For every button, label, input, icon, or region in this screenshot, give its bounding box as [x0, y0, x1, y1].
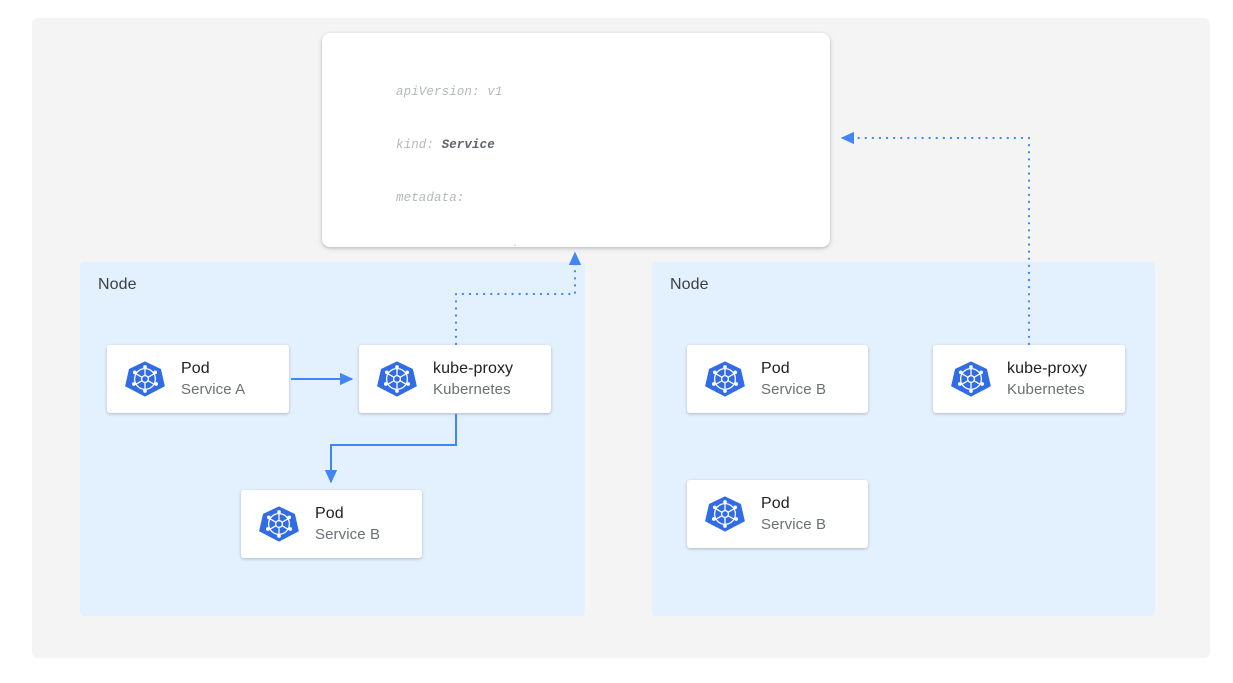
card-title: Pod: [761, 494, 790, 512]
node-panel-left: Node: [80, 262, 585, 616]
card-text: kube-proxy Kubernetes: [1007, 359, 1087, 400]
card-text: Pod Service B: [315, 504, 380, 545]
card-text: kube-proxy Kubernetes: [433, 359, 513, 400]
card-subtitle: Kubernetes: [433, 380, 511, 398]
yaml-line: name: my-service: [396, 243, 822, 247]
card-kube-proxy-right[interactable]: kube-proxy Kubernetes: [933, 345, 1125, 413]
card-text: Pod Service A: [181, 359, 245, 400]
kubernetes-icon: [259, 506, 299, 542]
kubernetes-icon: [125, 361, 165, 397]
card-pod-service-b-right-bottom[interactable]: Pod Service B: [687, 480, 868, 548]
card-title: kube-proxy: [1007, 359, 1088, 377]
card-kube-proxy-left[interactable]: kube-proxy Kubernetes: [359, 345, 551, 413]
card-title: kube-proxy: [433, 359, 514, 377]
kubernetes-icon: [705, 496, 745, 532]
service-manifest-card: apiVersion: v1 kind: Service metadata: n…: [322, 33, 830, 247]
card-text: Pod Service B: [761, 494, 826, 535]
card-subtitle: Service B: [315, 525, 381, 543]
node-label: Node: [670, 276, 709, 293]
card-subtitle: Kubernetes: [1007, 380, 1085, 398]
card-title: Pod: [761, 359, 790, 377]
card-title: Pod: [181, 359, 210, 377]
service-manifest-code: apiVersion: v1 kind: Service metadata: n…: [396, 49, 822, 247]
card-title: Pod: [315, 504, 344, 522]
card-text: Pod Service B: [761, 359, 826, 400]
card-subtitle: Service A: [181, 380, 246, 398]
card-subtitle: Service B: [761, 515, 827, 533]
yaml-line: metadata:: [396, 190, 465, 205]
kubernetes-icon: [705, 361, 745, 397]
kubernetes-icon: [951, 361, 991, 397]
card-pod-service-b-right-top[interactable]: Pod Service B: [687, 345, 868, 413]
node-panel-right: Node: [652, 262, 1155, 616]
card-pod-service-a[interactable]: Pod Service A: [107, 345, 289, 413]
yaml-line: kind: Service: [396, 137, 495, 152]
card-pod-service-b-left[interactable]: Pod Service B: [241, 490, 422, 558]
yaml-line: apiVersion: v1: [396, 85, 503, 100]
node-label: Node: [98, 276, 137, 293]
kubernetes-icon: [377, 361, 417, 397]
card-subtitle: Service B: [761, 380, 827, 398]
